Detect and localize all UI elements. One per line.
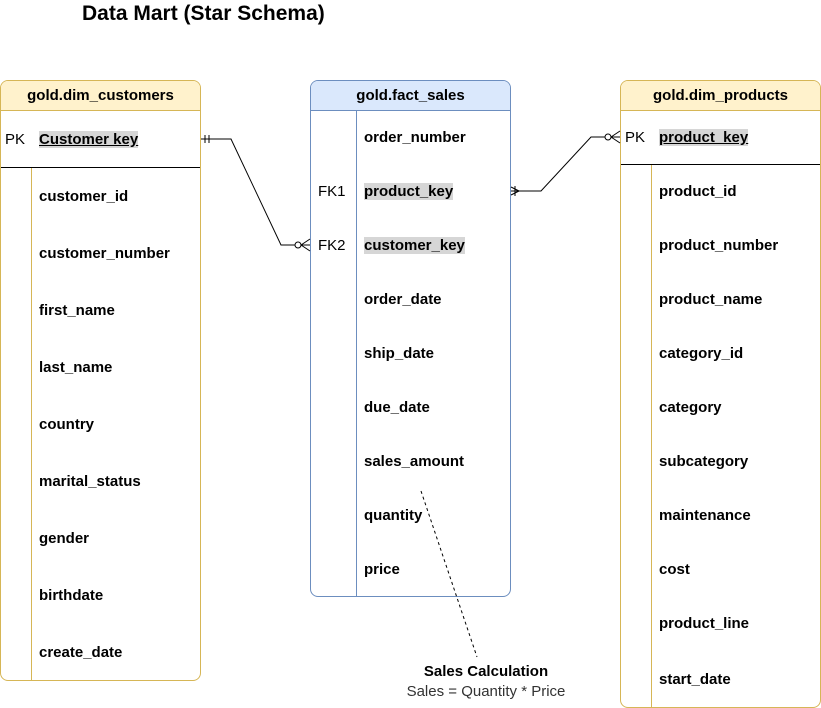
field-name[interactable]: product_name: [659, 291, 763, 308]
entity-dim-customers[interactable]: gold.dim_customers PK Customer key custo…: [0, 80, 201, 681]
customer-relationship-line[interactable]: [201, 135, 311, 252]
field-name[interactable]: country: [39, 416, 95, 433]
diagram-title: Data Mart (Star Schema): [82, 2, 325, 25]
pk-field[interactable]: Customer key: [39, 131, 139, 148]
field-name[interactable]: quantity: [364, 507, 423, 524]
product-relationship-line[interactable]: [510, 130, 621, 196]
field-name[interactable]: customer_id: [39, 188, 129, 205]
field-name[interactable]: maintenance: [659, 507, 751, 524]
field-name[interactable]: subcategory: [659, 453, 749, 470]
field-name[interactable]: category: [659, 399, 722, 416]
field-name[interactable]: ship_date: [364, 345, 435, 362]
fk-label: FK1: [318, 183, 346, 200]
fk-field[interactable]: customer_key: [364, 237, 465, 254]
pk-label: PK: [625, 129, 646, 146]
field-name[interactable]: price: [364, 561, 400, 578]
field-name[interactable]: product_number: [659, 237, 779, 254]
column-divider: [651, 165, 652, 707]
field-name[interactable]: product_line: [659, 615, 750, 632]
pk-separator: [1, 167, 200, 168]
entity-header[interactable]: gold.dim_products: [621, 81, 820, 111]
field-name[interactable]: first_name: [39, 302, 115, 319]
note-text: Sales = Quantity * Price: [406, 683, 566, 700]
field-name[interactable]: marital_status: [39, 473, 141, 490]
column-divider: [31, 168, 32, 680]
entity-dim-products[interactable]: gold.dim_products PK product_key product…: [620, 80, 821, 708]
field-name[interactable]: birthdate: [39, 587, 104, 604]
fk-field[interactable]: product_key: [364, 183, 454, 200]
field-name[interactable]: order_date: [364, 291, 442, 308]
sales-calculation-note[interactable]: Sales Calculation Sales = Quantity * Pri…: [386, 662, 586, 702]
field-name[interactable]: create_date: [39, 644, 123, 661]
pk-label: PK: [5, 131, 26, 148]
note-connector-line: [420, 490, 478, 658]
field-name[interactable]: product_id: [659, 183, 737, 200]
field-name[interactable]: category_id: [659, 345, 744, 362]
field-name[interactable]: gender: [39, 530, 90, 547]
field-name[interactable]: cost: [659, 561, 690, 578]
field-name[interactable]: customer_number: [39, 245, 170, 262]
field-name[interactable]: last_name: [39, 359, 113, 376]
fk-label: FK2: [318, 237, 346, 254]
entity-header[interactable]: gold.dim_customers: [1, 81, 200, 111]
field-name[interactable]: order_number: [364, 129, 466, 146]
field-name[interactable]: due_date: [364, 399, 430, 416]
field-name[interactable]: start_date: [659, 671, 731, 688]
field-name[interactable]: sales_amount: [364, 453, 465, 470]
pk-field[interactable]: product_key: [659, 129, 749, 146]
pk-separator: [621, 164, 820, 165]
note-title: Sales Calculation: [423, 663, 549, 680]
entity-fact-sales[interactable]: gold.fact_sales order_number FK1 product…: [310, 80, 511, 597]
entity-header[interactable]: gold.fact_sales: [311, 81, 510, 111]
column-divider: [356, 111, 357, 596]
